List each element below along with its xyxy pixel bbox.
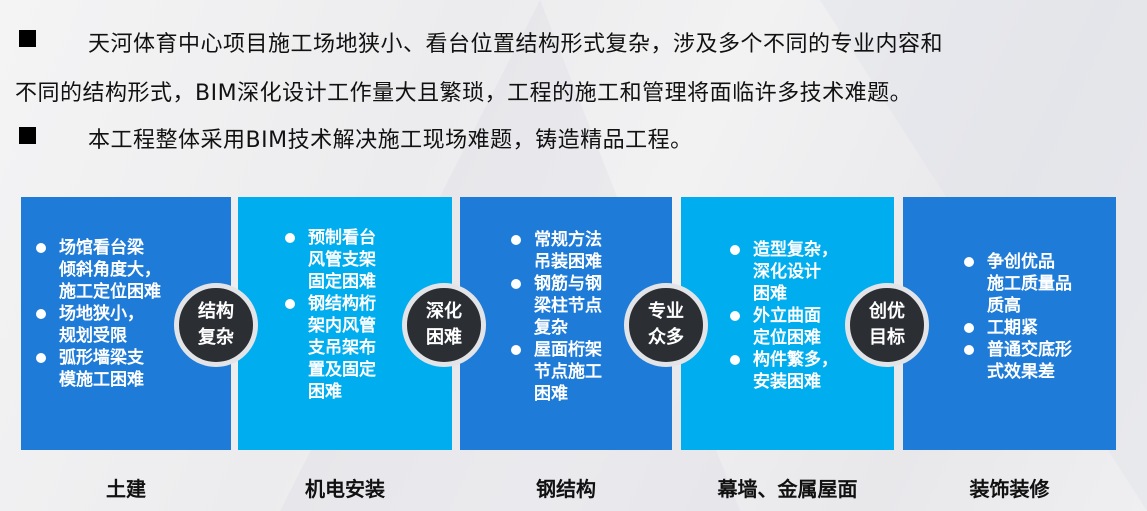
list-item: 预制看台风管支架固定困难	[282, 227, 376, 293]
panel-decoration: 争创优品施工质量品质高 工期紧 普通交底形式效果差	[903, 197, 1116, 450]
panel-decoration-list: 争创优品施工质量品质高 工期紧 普通交底形式效果差	[961, 251, 1072, 383]
badge-text: 困难	[426, 327, 462, 348]
list-item: 工期紧	[961, 317, 1072, 339]
list-item: 普通交底形式效果差	[961, 339, 1072, 383]
panel-mep-list: 预制看台风管支架固定困难 钢结构桁架内风管支吊架布置及固定困难	[282, 227, 376, 403]
badge-text: 专业	[648, 301, 684, 322]
square-bullet-icon	[19, 30, 36, 47]
badge-text: 深化	[426, 301, 462, 322]
panel-civil: 场馆看台梁倾斜角度大，施工定位困难 场地狭小，规划受限 弧形墙梁支模施工困难	[21, 197, 231, 450]
panel-curtain-wall: 造型复杂，深化设计困难 外立曲面定位困难 构件繁多，安装困难	[681, 197, 894, 450]
list-item: 场地狭小，规划受限	[33, 303, 161, 347]
badge-structure-complex: 结构 复杂	[174, 283, 258, 367]
list-item: 钢结构桁架内风管支吊架布置及固定困难	[282, 293, 376, 403]
list-item: 争创优品施工质量品质高	[961, 251, 1072, 317]
square-bullet-icon	[19, 127, 36, 144]
intro-bullet-1-line-1: 天河体育中心项目施工场地狭小、看台位置结构形式复杂，涉及多个不同的专业内容和	[88, 32, 944, 57]
label-civil: 土建	[106, 477, 146, 501]
badge-text: 结构	[198, 301, 234, 322]
list-item: 常规方法吊装困难	[508, 229, 602, 273]
label-steel: 钢结构	[536, 477, 596, 501]
badge-text: 目标	[869, 327, 905, 348]
list-item: 屋面桁架节点施工困难	[508, 339, 602, 405]
list-item: 造型复杂，深化设计困难	[727, 239, 838, 305]
panel-curtain-wall-list: 造型复杂，深化设计困难 外立曲面定位困难 构件繁多，安装困难	[727, 239, 838, 393]
list-item: 弧形墙梁支模施工困难	[33, 347, 161, 391]
panel-civil-list: 场馆看台梁倾斜角度大，施工定位困难 场地狭小，规划受限 弧形墙梁支模施工困难	[33, 237, 161, 391]
badge-many-disciplines: 专业 众多	[624, 283, 708, 367]
badge-text: 复杂	[198, 327, 234, 348]
list-item: 构件繁多，安装困难	[727, 349, 838, 393]
intro-bullet-1-line-2: 不同的结构形式，BIM深化设计工作量大且繁琐，工程的施工和管理将面临许多技术难题…	[15, 81, 913, 106]
badge-detailing-difficult: 深化 困难	[402, 283, 486, 367]
badge-excellence-goal: 创优 目标	[845, 283, 929, 367]
list-item: 外立曲面定位困难	[727, 305, 838, 349]
list-item: 钢筋与钢梁柱节点复杂	[508, 273, 602, 339]
label-curtain-wall: 幕墙、金属屋面	[717, 477, 858, 501]
badge-text: 众多	[648, 327, 684, 348]
badge-text: 创优	[869, 301, 905, 322]
label-mep: 机电安装	[305, 477, 385, 501]
list-item: 场馆看台梁倾斜角度大，施工定位困难	[33, 237, 161, 303]
label-decoration: 装饰装修	[969, 477, 1050, 501]
intro-bullet-2: 本工程整体采用BIM技术解决施工现场难题，铸造精品工程。	[88, 128, 693, 153]
panel-steel-list: 常规方法吊装困难 钢筋与钢梁柱节点复杂 屋面桁架节点施工困难	[508, 229, 602, 405]
